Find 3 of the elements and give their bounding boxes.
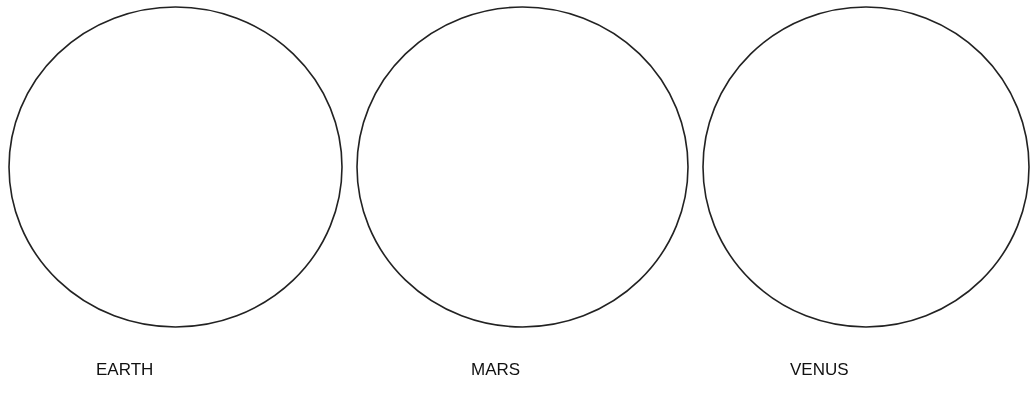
planet-label: EARTH xyxy=(96,360,154,380)
planet-label: MARS xyxy=(471,360,521,380)
planet-label: VENUS xyxy=(790,360,849,380)
